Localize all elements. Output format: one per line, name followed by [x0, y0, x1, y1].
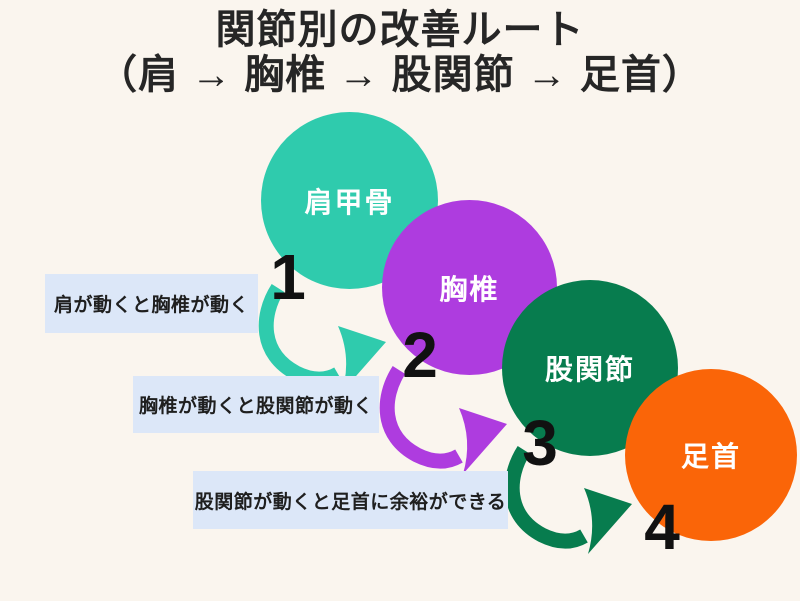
curved-arrow-2-icon — [379, 364, 509, 479]
note-box-2-text: 胸椎が動くと股関節が動く — [138, 396, 373, 417]
step-number-1: 1 — [270, 241, 306, 313]
circle-thoracic-spine-label: 胸椎 — [439, 273, 500, 305]
note-box-1-text: 肩が動くと胸椎が動く — [53, 295, 249, 316]
step-number-2: 2 — [402, 319, 438, 391]
title-line-2: （肩 → 胸椎 → 股関節 → 足首） — [97, 53, 703, 98]
note-box-1: 肩が動くと胸椎が動く — [45, 274, 258, 333]
circle-shoulder-blade: 肩甲骨 — [261, 112, 438, 289]
circle-shoulder-blade-label: 肩甲骨 — [304, 186, 395, 218]
circle-ankle: 足首 — [625, 369, 797, 541]
note-box-3: 股関節が動くと足首に余裕ができる — [193, 471, 508, 529]
step-number-4: 4 — [644, 491, 680, 563]
circle-ankle-label: 足首 — [680, 441, 741, 472]
step-number-3: 3 — [522, 407, 558, 479]
note-box-2: 胸椎が動くと股関節が動く — [133, 376, 379, 433]
page-title: 関節別の改善ルート （肩 → 胸椎 → 股関節 → 足首） — [0, 8, 800, 98]
title-line-1: 関節別の改善ルート — [215, 8, 585, 52]
circle-hip-joint-label: 股関節 — [544, 354, 635, 385]
note-box-3-text: 股関節が動くと足首に余裕ができる — [194, 491, 507, 513]
